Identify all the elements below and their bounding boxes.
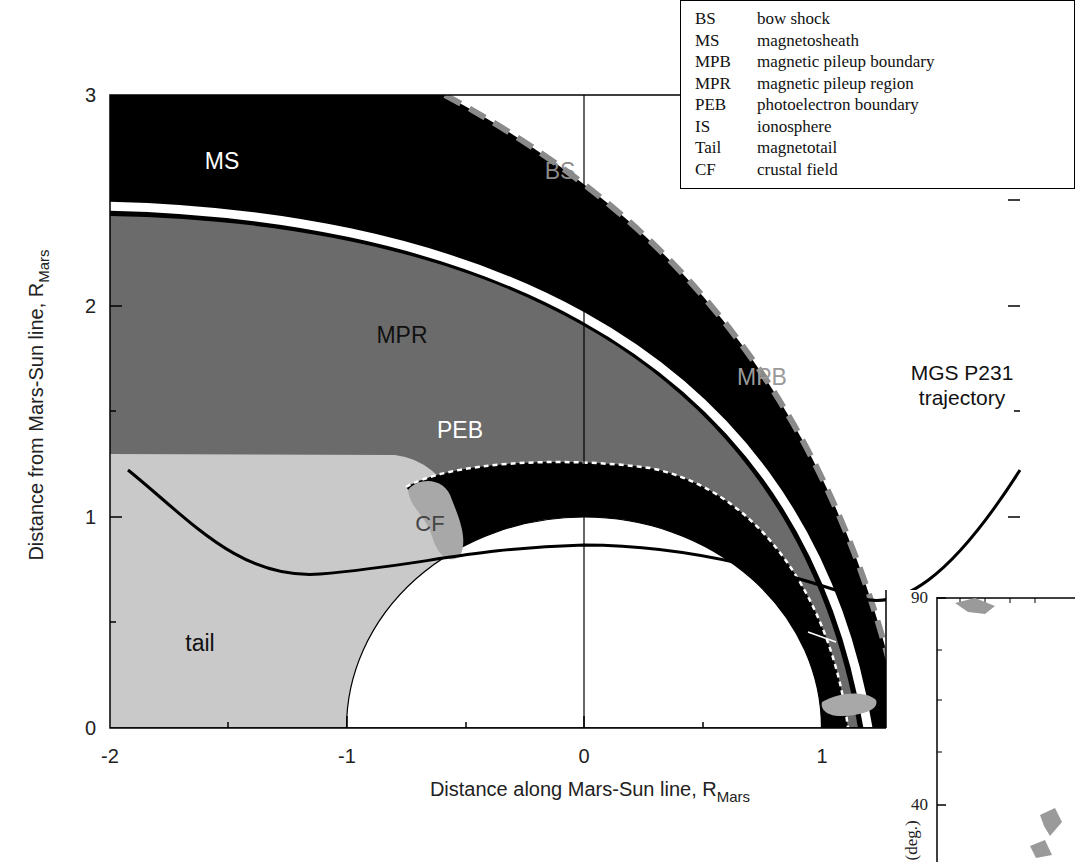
legend-abbreviation: IS	[695, 117, 731, 138]
tick-label: 1	[816, 745, 827, 767]
y-axis-title: Distance from Mars-Sun line, RMars	[25, 249, 47, 560]
legend-abbreviation: CF	[695, 160, 731, 181]
legend-abbreviation: MPB	[695, 52, 731, 73]
plot-frame	[885, 590, 887, 728]
region-label: tail	[185, 631, 214, 656]
tick-marks	[110, 200, 1020, 728]
legend-abbreviation: Tail	[695, 138, 731, 159]
region-label: BS	[545, 159, 576, 184]
trajectory-label: MGS P231 trajectory	[892, 360, 1032, 410]
legend-description: photoelectron boundary	[757, 95, 1060, 116]
tick-label: -2	[101, 745, 119, 767]
legend-description: ionosphere	[757, 117, 1060, 138]
tick-label: 2	[85, 295, 96, 317]
axis-unit-subscript: Mars	[35, 249, 52, 282]
axis-line	[583, 95, 584, 728]
plot-frame	[110, 727, 886, 729]
legend-abbreviation: BS	[695, 9, 731, 30]
legend-description: magnetic pileup region	[757, 74, 1060, 95]
trajectory-line	[128, 470, 1020, 600]
x-axis-title: Distance along Mars-Sun line, RMars	[430, 778, 750, 800]
axis-title: Distance from Mars-Sun line, R	[25, 283, 47, 561]
inset-plot	[937, 597, 1075, 862]
legend-abbreviation: MS	[695, 31, 731, 52]
inset-panel	[886, 590, 1075, 862]
inset-axis-title: (deg.)	[903, 820, 922, 860]
legend-description: bow shock	[757, 9, 1060, 30]
margin	[110, 728, 890, 862]
tick-label: 0	[85, 717, 96, 739]
axis-unit-subscript: Mars	[717, 788, 750, 805]
legend-abbreviation: PEB	[695, 95, 731, 116]
legend-box: BS bow shockMS magnetosheathMPB magnetic pi…	[680, 0, 1075, 189]
tick-label: 0	[578, 745, 589, 767]
leader-line	[808, 632, 836, 642]
inset-tick-label: 90	[911, 589, 928, 608]
legend-description: magnetotail	[757, 138, 1060, 159]
legend-description: magnetic pileup boundary	[757, 52, 1060, 73]
tick-label: -1	[338, 745, 356, 767]
region-label: IS	[773, 620, 790, 640]
region-label: CF	[415, 512, 444, 536]
tick-label: 1	[85, 506, 96, 528]
axis-title: Distance along Mars-Sun line, R	[430, 778, 717, 800]
region-label: MPR	[376, 323, 427, 348]
legend-description: crustal field	[757, 160, 1060, 181]
crustal-field	[408, 481, 463, 559]
region-label: PEB	[437, 418, 483, 443]
region-label: MS	[205, 149, 240, 174]
region-label: MPB	[737, 365, 787, 390]
crustal-field	[822, 693, 877, 716]
inset-tick-label: 40	[911, 796, 928, 815]
bow-shock-line	[445, 95, 905, 728]
legend-description: magnetosheath	[757, 31, 1060, 52]
legend-abbreviation: MPR	[695, 74, 731, 95]
tick-label: 3	[85, 84, 96, 106]
